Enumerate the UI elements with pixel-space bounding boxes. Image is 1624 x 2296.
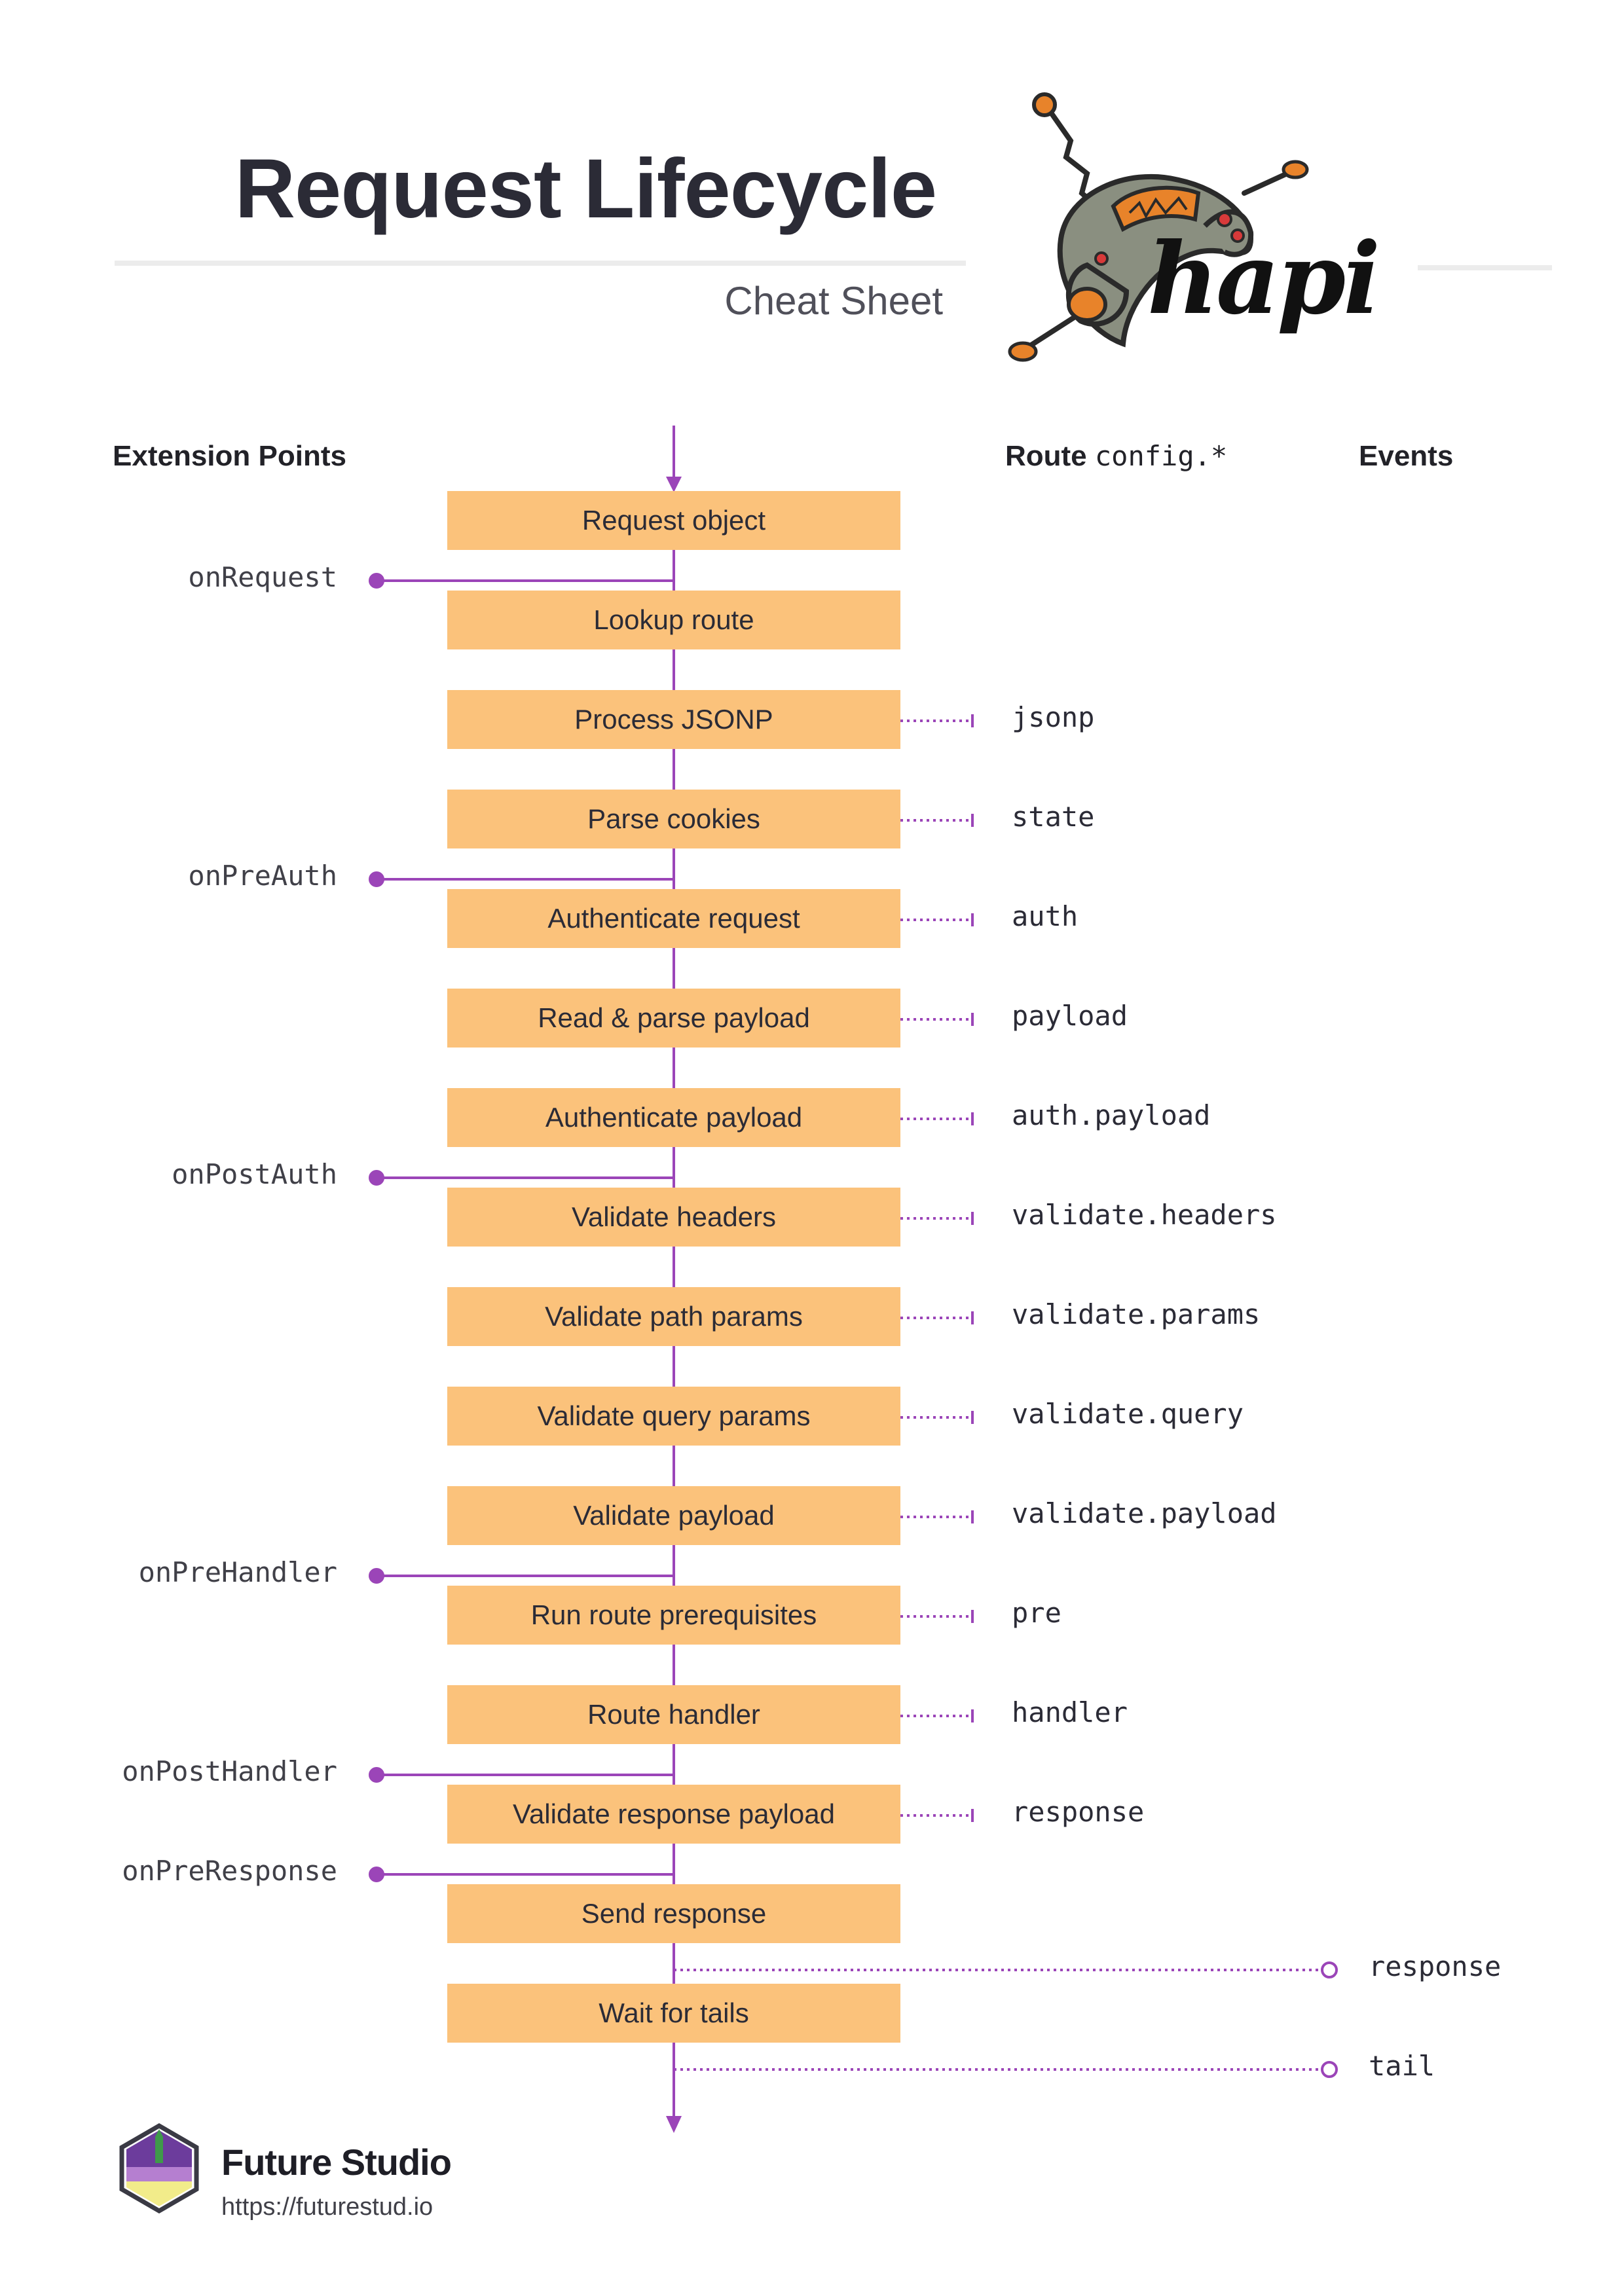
event-label: tail: [1369, 2050, 1435, 2082]
lifecycle-stage: Authenticate request: [447, 889, 900, 948]
event-endpoint: [1321, 1961, 1338, 1978]
lifecycle-stage: Parse cookies: [447, 790, 900, 848]
lifecycle-stage: Route handler: [447, 1685, 900, 1744]
extension-point-label: onPreResponse: [122, 1855, 337, 1887]
extension-point-label: onPostAuth: [172, 1158, 337, 1190]
route-config-option: validate.payload: [1012, 1497, 1277, 1529]
events-header: Events: [1359, 440, 1454, 472]
brand-name: Future Studio: [221, 2141, 452, 2183]
flow-arrow-end: [666, 2116, 682, 2133]
extension-points-header: Extension Points: [113, 440, 346, 472]
title-divider-right: [1418, 265, 1552, 270]
route-config-option: validate.params: [1012, 1298, 1261, 1330]
lifecycle-stage: Request object: [447, 491, 900, 550]
route-config-option: auth: [1012, 900, 1079, 932]
lifecycle-stage: Validate response payload: [447, 1785, 900, 1844]
lifecycle-stage: Validate query params: [447, 1387, 900, 1446]
lifecycle-stage: Validate payload: [447, 1486, 900, 1545]
extension-point-label: onPreHandler: [138, 1556, 337, 1588]
extension-point-dot: [369, 871, 384, 887]
title-divider: [115, 261, 966, 266]
route-config-option: payload: [1012, 1000, 1128, 1032]
extension-point-label: onPreAuth: [188, 860, 337, 892]
route-config-option: pre: [1012, 1597, 1061, 1629]
route-config-option: handler: [1012, 1696, 1128, 1728]
lifecycle-stage: Validate headers: [447, 1188, 900, 1247]
extension-point-dot: [369, 1867, 384, 1882]
route-config-option: validate.headers: [1012, 1199, 1277, 1231]
lifecycle-stage: Process JSONP: [447, 690, 900, 749]
lifecycle-stage: Read & parse payload: [447, 989, 900, 1048]
route-config-prefix: Route: [1005, 440, 1087, 472]
lifecycle-stage: Run route prerequisites: [447, 1586, 900, 1645]
lifecycle-stage: Send response: [447, 1884, 900, 1943]
brand-url[interactable]: https://futurestud.io: [221, 2193, 434, 2221]
extension-point-dot: [369, 1170, 384, 1186]
route-config-header: Route config.*: [1005, 440, 1227, 473]
route-config-option: response: [1012, 1796, 1145, 1828]
lifecycle-stage: Wait for tails: [447, 1984, 900, 2043]
extension-point-label: onRequest: [188, 561, 337, 593]
page-title: Request Lifecycle: [234, 142, 937, 236]
event-label: response: [1369, 1950, 1502, 1982]
lifecycle-stage: Authenticate payload: [447, 1088, 900, 1147]
page-subtitle: Cheat Sheet: [724, 279, 943, 323]
extension-point-label: onPostHandler: [122, 1755, 337, 1787]
route-config-code: config.*: [1094, 440, 1228, 472]
lifecycle-stage: Lookup route: [447, 591, 900, 649]
lifecycle-stage: Validate path params: [447, 1287, 900, 1346]
route-config-option: validate.query: [1012, 1398, 1244, 1430]
event-endpoint: [1321, 2061, 1338, 2078]
flow-arrow-start: [666, 477, 682, 492]
extension-point-dot: [369, 1568, 384, 1584]
route-config-option: jsonp: [1012, 701, 1095, 733]
extension-point-dot: [369, 573, 384, 589]
route-config-option: state: [1012, 801, 1095, 833]
extension-point-dot: [369, 1767, 384, 1783]
route-config-option: auth.payload: [1012, 1099, 1211, 1131]
